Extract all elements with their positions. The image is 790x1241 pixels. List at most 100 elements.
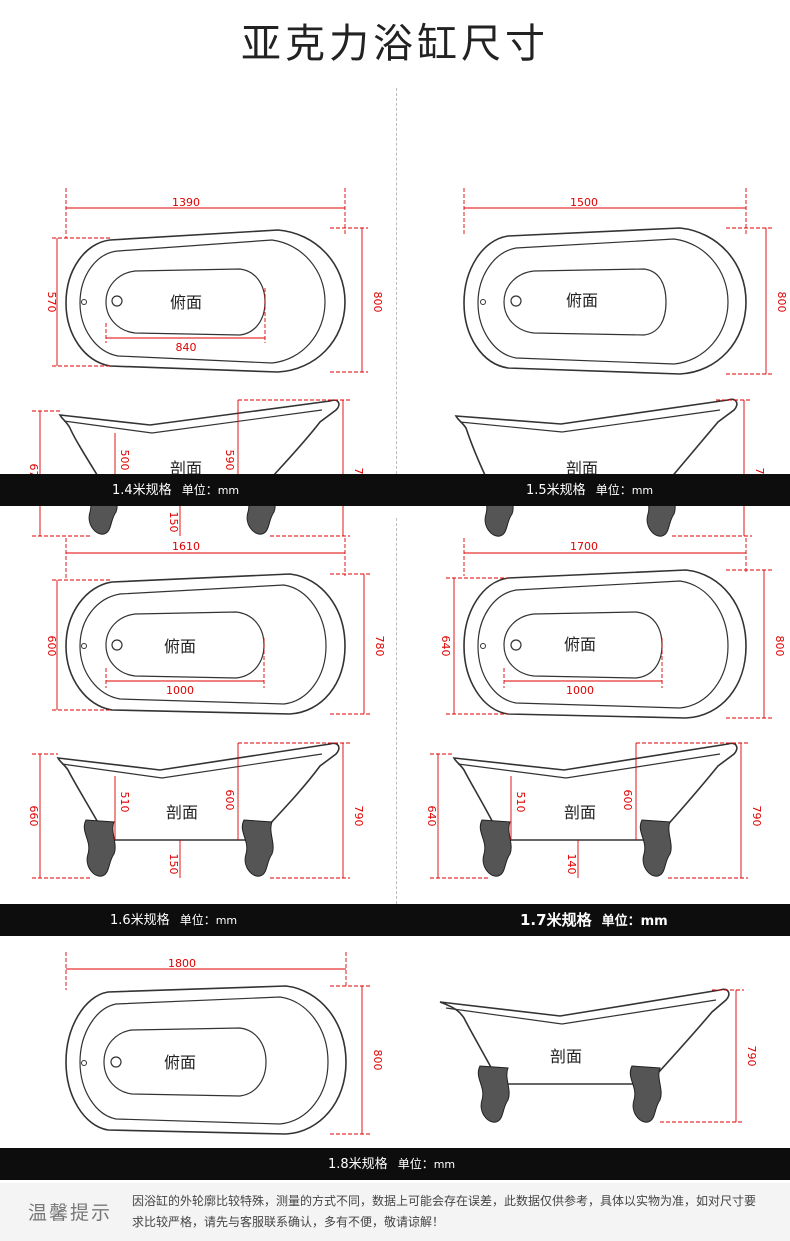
spec-1-7m-diagram: 1700 800 640 1000 俯面 640 510 600 790	[396, 518, 790, 904]
spec-1-8m-diagram: 1800 800 俯面 790 剖面	[0, 936, 790, 1148]
overflow-hole	[480, 299, 486, 305]
claw-foot-left	[83, 819, 116, 877]
dimension-lines	[660, 989, 744, 1123]
view-label-side: 剖面	[550, 1047, 582, 1066]
overflow-hole	[81, 299, 87, 305]
tub-rim-side	[459, 409, 721, 433]
notice-title: 温馨提示	[28, 1202, 113, 1224]
tub-outline-top	[65, 985, 347, 1135]
dimension-lines	[52, 188, 368, 373]
notice-text: 因浴缸的外轮廓比较特殊，测量的方式不同，数据上可能会存在误差，此数据仅供参考，具…	[132, 1194, 757, 1229]
dim-inner-right: 590	[223, 450, 236, 471]
dim-inner-right: 600	[621, 790, 634, 811]
side-view: 790 剖面	[439, 988, 758, 1123]
overflow-hole	[81, 1060, 87, 1066]
claw-foot-right	[639, 819, 672, 877]
tub-rim-top	[477, 238, 729, 365]
dim-width: 800	[371, 292, 384, 313]
dim-depth: 640	[439, 636, 452, 657]
dim-width: 800	[371, 1050, 384, 1071]
tub-rim-top	[79, 996, 329, 1125]
dimension-lines	[446, 538, 774, 719]
claw-foot-right	[629, 1065, 662, 1123]
tub-basin-top	[105, 268, 266, 336]
view-label-side: 剖面	[166, 803, 198, 822]
tub-rim-top	[79, 239, 326, 364]
unit-label: 单位：	[397, 1157, 434, 1171]
page-title: 亚克力浴缸尺寸	[241, 21, 549, 67]
drain-hole	[510, 295, 522, 307]
dim-leg-height: 150	[167, 854, 180, 875]
drain-hole	[510, 639, 522, 651]
tub-rim-side	[61, 753, 323, 779]
spec-label-1-4m: 1.4米规格单位：mm	[112, 474, 239, 507]
claw-foot-right	[241, 819, 274, 877]
dimension-lines	[65, 952, 370, 1135]
spec-bar: 1.8米规格单位：mm	[0, 1148, 790, 1180]
dim-depth: 600	[45, 636, 58, 657]
view-label-top: 俯面	[164, 1053, 196, 1072]
dim-width: 800	[773, 636, 786, 657]
tub-basin-top	[103, 1027, 267, 1097]
top-view: 1500 800 俯面	[463, 188, 788, 375]
drain-hole	[111, 295, 123, 307]
spec-name: 1.8米规格	[328, 1157, 388, 1172]
unit-value: mm	[631, 484, 654, 497]
dim-inner-left: 500	[118, 450, 131, 471]
tub-rim-top	[477, 580, 729, 709]
dim-inner-left: 510	[514, 792, 527, 813]
tub-rim-side	[63, 409, 323, 434]
unit-value: mm	[640, 914, 668, 929]
dim-left-height: 660	[27, 806, 40, 827]
dim-leg-height: 150	[167, 512, 180, 533]
spec-name: 1.4米规格	[112, 483, 172, 498]
tub-outline-top	[463, 227, 747, 375]
top-view: 1800 800 俯面	[65, 952, 384, 1135]
spec-1-6m-diagram: 1610 780 600 1000 俯面 660 510 600 790	[0, 518, 396, 904]
dim-left-height: 640	[425, 806, 438, 827]
tub-rim-top	[79, 584, 327, 705]
notice-panel: 温馨提示 因浴缸的外轮廓比较特殊，测量的方式不同，数据上可能会存在误差，此数据仅…	[0, 1183, 790, 1241]
dimension-lines	[32, 742, 350, 879]
overflow-hole	[81, 643, 87, 649]
dim-length: 1500	[570, 196, 598, 209]
tub-outline-top	[463, 569, 747, 719]
side-view: 670 500 590 790 150 剖面	[27, 399, 365, 537]
view-label-side: 剖面	[564, 803, 596, 822]
view-label-top: 俯面	[566, 291, 598, 310]
unit-label: 单位：	[595, 483, 632, 497]
drain-hole	[110, 1056, 122, 1068]
dim-length: 1390	[172, 196, 200, 209]
view-label-top: 俯面	[164, 637, 196, 656]
dim-right-height: 790	[750, 806, 763, 827]
spec-label-1-5m: 1.5米规格单位：mm	[526, 474, 653, 507]
column-divider	[396, 88, 397, 474]
dim-inner-right: 600	[223, 790, 236, 811]
dim-leg-height: 140	[565, 854, 578, 875]
dimension-lines	[463, 188, 774, 375]
dim-inner: 1000	[166, 684, 194, 697]
unit-value: mm	[217, 484, 240, 497]
tub-outline-top	[65, 229, 346, 373]
claw-foot-left	[477, 1065, 510, 1123]
dim-length: 1700	[570, 540, 598, 553]
unit-label: 单位：	[601, 914, 641, 929]
spec-name: 1.7米规格	[520, 911, 592, 929]
dim-length: 1610	[172, 540, 200, 553]
side-view: 660 510 600 790 150 剖面	[27, 742, 365, 879]
spec-1-4m-diagram: 1390 800 570 840 俯面 670 500 590 790	[0, 88, 396, 537]
unit-value: mm	[433, 1158, 456, 1171]
spec-1-5m-diagram: 1500 800 俯面 750 剖面	[396, 88, 790, 537]
top-view: 1700 800 640 1000 俯面	[439, 538, 786, 719]
spec-name: 1.6米规格	[110, 913, 170, 928]
view-label-side: 剖面	[170, 459, 202, 478]
dim-inner-left: 510	[118, 792, 131, 813]
spec-label-1-8m: 1.8米规格单位：mm	[328, 1148, 455, 1181]
unit-value: mm	[215, 914, 238, 927]
unit-label: 单位：	[181, 483, 218, 497]
spec-label-1-7m: 1.7米规格单位：mm	[520, 904, 668, 938]
tub-basin-top	[503, 268, 667, 336]
view-label-top: 俯面	[564, 635, 596, 654]
dim-right-height: 790	[352, 806, 365, 827]
tub-outline-top	[65, 573, 346, 715]
